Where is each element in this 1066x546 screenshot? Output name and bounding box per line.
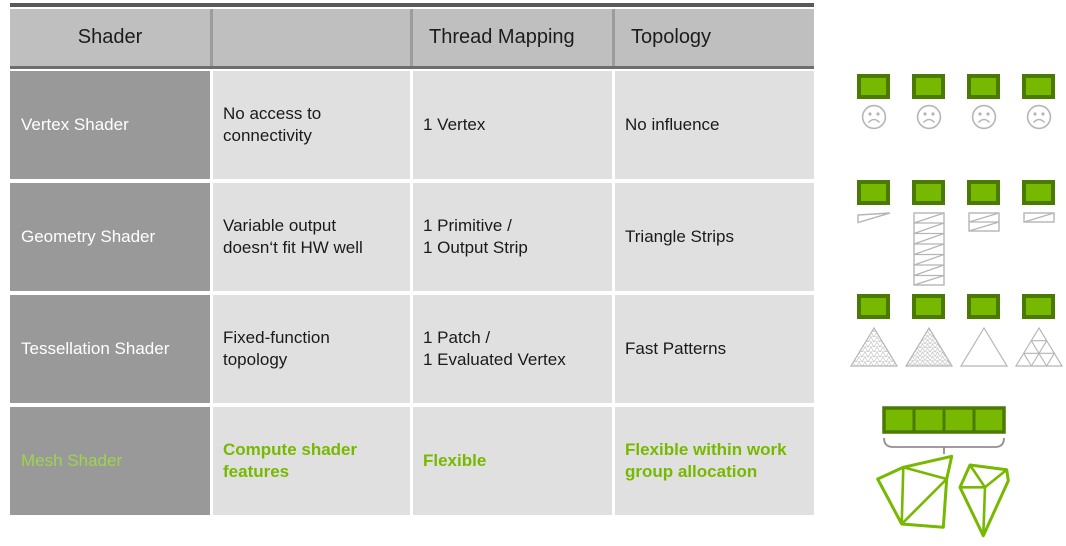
cell-vertex-notes: No access to connectivity: [213, 71, 410, 179]
geometry-shader-graphic: [846, 180, 1066, 286]
sad-face-icon: [971, 104, 996, 130]
cell-mesh-thread-mapping: Flexible: [413, 407, 612, 515]
header-blank: [213, 9, 410, 66]
header-topology: Topology: [615, 9, 814, 66]
brace-icon: [883, 437, 1005, 454]
header-shader: Shader: [10, 9, 210, 66]
thread-rect-icon: [912, 294, 945, 319]
thread-rect-icon: [1022, 294, 1055, 319]
cell-mesh-notes: Compute shader features: [213, 407, 410, 515]
shader-table: Shader Thread Mapping Topology Vertex Sh…: [10, 3, 814, 515]
cell-mesh-topology: Flexible within work group allocation: [615, 407, 814, 515]
cell-tessellation-topology: Fast Patterns: [615, 295, 814, 403]
thread-rect-icon: [857, 180, 890, 205]
thread-rect-icon: [857, 294, 890, 319]
header-thread-mapping: Thread Mapping: [413, 9, 612, 66]
cell-tessellation-notes: Fixed-function topology: [213, 295, 410, 403]
cell-geometry-notes: Variable output doesn‘t fit HW well: [213, 183, 410, 291]
tessellated-triangle-icon: [904, 327, 953, 367]
vertex-shader-graphic: [846, 74, 1066, 130]
cell-geometry-thread-mapping: 1 Primitive / 1 Output Strip: [413, 183, 612, 291]
triangle-strip-icon: [1022, 212, 1055, 223]
subdivided-triangle-icon: [1014, 327, 1063, 367]
cell-geometry-topology: Triangle Strips: [615, 183, 814, 291]
triangle-strip-icon: [967, 212, 1000, 232]
cell-vertex-topology: No influence: [615, 71, 814, 179]
header-bottom-border: [10, 66, 814, 69]
triangle-strip-icon: [856, 212, 890, 224]
row-label-vertex-shader: Vertex Shader: [10, 71, 210, 179]
sad-face-icon: [861, 104, 886, 130]
row-label-tessellation-shader: Tessellation Shader: [10, 295, 210, 403]
plain-triangle-icon: [959, 327, 1008, 367]
row-label-geometry-shader: Geometry Shader: [10, 183, 210, 291]
thread-rect-icon: [967, 74, 1000, 99]
meshlet-icon: [876, 454, 1010, 538]
sad-face-icon: [1026, 104, 1051, 130]
thread-rect-icon: [967, 180, 1000, 205]
thread-rect-icon: [967, 294, 1000, 319]
tessellation-shader-graphic: [846, 294, 1066, 367]
table-top-border: [10, 3, 814, 7]
sad-face-icon: [916, 104, 941, 130]
workgroup-bar-icon: [882, 406, 1006, 434]
row-label-mesh-shader: Mesh Shader: [10, 407, 210, 515]
thread-rect-icon: [1022, 180, 1055, 205]
thread-rect-icon: [857, 74, 890, 99]
thread-rect-icon: [912, 180, 945, 205]
table-header-row: Shader Thread Mapping Topology: [10, 9, 814, 66]
cell-vertex-thread-mapping: 1 Vertex: [413, 71, 612, 179]
thread-rect-icon: [912, 74, 945, 99]
thread-rect-icon: [1022, 74, 1055, 99]
triangle-strip-icon: [912, 212, 945, 286]
cell-tessellation-thread-mapping: 1 Patch / 1 Evaluated Vertex: [413, 295, 612, 403]
table-body: Vertex Shader No access to connectivity …: [10, 71, 814, 515]
tessellated-triangle-icon: [849, 327, 898, 367]
